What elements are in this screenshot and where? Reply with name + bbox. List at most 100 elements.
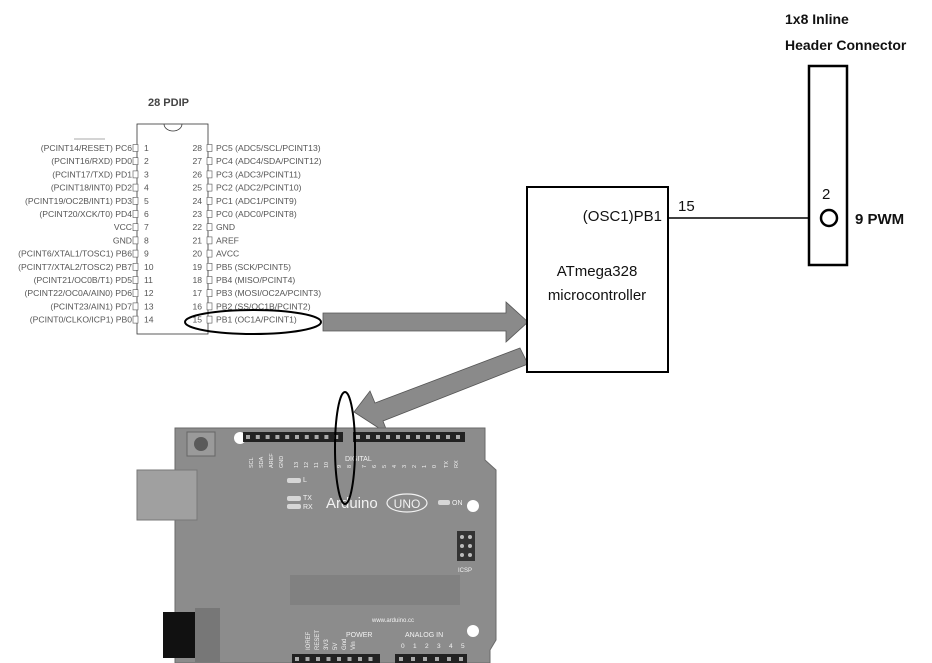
digital-pin-label: 3 [402, 465, 408, 468]
ic-pin-number-left: 12 [144, 288, 154, 298]
power-pin-label: RESET [315, 630, 321, 650]
mcu-pin-number: 15 [678, 198, 695, 215]
ic-pin-label-left: (PCINT14/RESET) PC6 [41, 143, 132, 153]
mounting-hole [467, 625, 479, 637]
digital-pin-label: 6 [372, 465, 378, 468]
analog-pin-label: 3 [437, 643, 441, 650]
ic-pin-pad [206, 210, 213, 218]
header-pin [456, 435, 460, 439]
ic-pin-pad [132, 144, 139, 152]
header-title-line2: Header Connector [785, 37, 907, 53]
board-url: www.arduino.cc [371, 618, 414, 624]
ic-pin-pad [206, 249, 213, 258]
header-pin [446, 435, 450, 439]
ic-pin-pad [132, 249, 139, 258]
led-l [287, 478, 301, 483]
arrow-mcu-to-board [353, 347, 529, 436]
digital-pin-label: RX [454, 460, 460, 468]
ic-pin-pad [132, 170, 139, 179]
ic-pin-label-left: VCC [114, 222, 132, 232]
ic-pin-pad [206, 302, 213, 311]
icsp-header [457, 531, 475, 561]
power-pin-label: 5V [333, 643, 339, 650]
analog-pin-label: 0 [401, 643, 405, 650]
ic-pin-number-left: 3 [144, 169, 149, 179]
header-pin [275, 435, 280, 439]
ic-pin-label-right: PC2 (ADC2/PCINT10) [216, 183, 302, 193]
ic-pin-label-left: GND [113, 235, 132, 245]
ic-pin-pad [132, 302, 139, 311]
digital-pin-label: 7 [362, 465, 368, 468]
header-connector: 1x8 Inline Header Connector 2 9 PWM [785, 11, 907, 267]
ic-pin-pad [206, 197, 213, 205]
ic-pin-label-right: PB2 (SS/OC1B/PCINT2) [216, 301, 311, 311]
ic-pin-number-left: 8 [144, 235, 149, 245]
digital-pin-label: 8 [347, 465, 353, 468]
header-pin [358, 657, 362, 661]
ic-pin-pad [132, 236, 139, 245]
header-pin-label: 9 PWM [855, 211, 904, 228]
header-pin-2 [819, 208, 839, 228]
mcu-box [526, 186, 669, 373]
ic-pin-label-right: PC0 (ADC0/PCINT8) [216, 209, 297, 219]
ic-pin-pad [206, 276, 213, 284]
power-pin-label: Gnd [342, 639, 348, 650]
ic-pin-label-left: (PCINT7/XTAL2/TOSC2) PB7 [18, 262, 132, 272]
analog-pin-label: 1 [413, 643, 417, 650]
top-header-pins [246, 435, 460, 439]
pin9-highlight-ellipse [334, 391, 356, 505]
bottom-header-pins [295, 657, 463, 661]
digital-pin-label: GND [279, 456, 285, 468]
header-strip-analog [395, 654, 467, 663]
board-analog-label: ANALOG IN [405, 632, 443, 639]
header-pin [334, 435, 339, 439]
ic-pin-number-right: 23 [192, 209, 202, 219]
ic-pin-number-left: 7 [144, 222, 149, 232]
ic-pin-number-right: 15 [192, 315, 202, 325]
power-pin-label: Vin [351, 641, 357, 650]
ic-pin-pad [206, 262, 213, 271]
ic-pin-number-left: 14 [144, 315, 154, 325]
ic-pin-number-right: 24 [192, 196, 202, 206]
header-pin [337, 657, 341, 661]
ic-pin-number-left: 5 [144, 196, 149, 206]
digital-pin-label: 10 [324, 462, 330, 468]
power-pin-label: IOREF [306, 631, 312, 650]
header-pin [368, 657, 373, 661]
digital-pin-label: 12 [304, 462, 310, 468]
digital-pin-label: 5 [382, 465, 388, 468]
ic-pin-label-left: (PCINT6/XTAL1/TOSC1) PB6 [18, 249, 132, 259]
header-pin [304, 435, 309, 439]
digital-pin-label: SDA [259, 456, 265, 468]
ic-pin-label-right: AREF [216, 235, 239, 245]
ic-pin-number-left: 2 [144, 156, 149, 166]
ic-pin-label-right: PB4 (MISO/PCINT4) [216, 275, 295, 285]
header-pin [447, 657, 451, 661]
digital-pin-label: SCL [249, 457, 255, 468]
header-strip-power [292, 654, 380, 663]
ic-pin-label-right: PC1 (ADC1/PCINT9) [216, 196, 297, 206]
header-pin [396, 435, 400, 439]
ic-pin-number-right: 20 [192, 249, 202, 259]
header-pin [436, 435, 440, 439]
ic-pin-pad [206, 236, 213, 245]
ic-pin-label-right: PC3 (ADC3/PCINT11) [216, 169, 301, 179]
board-l-label: L [303, 477, 307, 484]
usb-connector [136, 469, 198, 521]
ic-pin-label-left: (PCINT17/TXD) PD1 [52, 169, 132, 179]
digital-pin-label: 2 [412, 465, 418, 468]
header-pin [255, 435, 260, 439]
board-tx-label: TX [303, 495, 312, 502]
mounting-hole [467, 500, 479, 512]
ic-pin-number-left: 9 [144, 249, 149, 259]
header-pin [376, 435, 380, 439]
header-pin [386, 435, 390, 439]
header-pin [416, 435, 420, 439]
header-pin [399, 657, 403, 661]
ic-pin-number-right: 27 [192, 156, 202, 166]
header-pin-number: 2 [822, 186, 830, 203]
ic-pin-number-left: 11 [144, 275, 153, 285]
ic-pin-label-right: GND [216, 222, 235, 232]
ic-pin-label-right: AVCC [216, 249, 239, 259]
